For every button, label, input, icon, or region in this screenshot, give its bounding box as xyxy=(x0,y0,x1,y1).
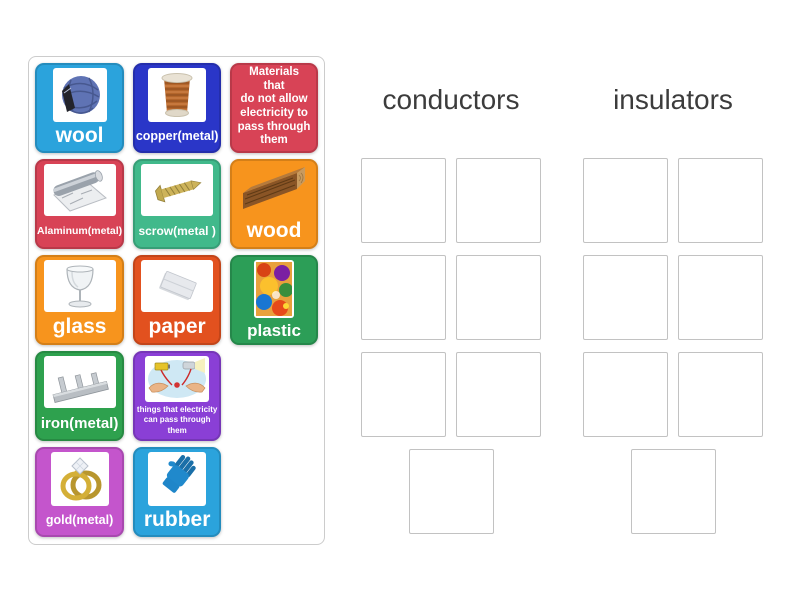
group-header-insulators: insulators xyxy=(613,84,733,115)
tile-iron-metal[interactable]: iron(metal) xyxy=(35,351,125,441)
tile-label: Alaminum(metal) xyxy=(37,224,123,237)
drop-slot-insulators-5[interactable] xyxy=(583,352,668,437)
tile-label: Materials that do not allow electricity … xyxy=(237,66,311,147)
conductors-slot-grid xyxy=(361,158,541,437)
tile-scrow-metal[interactable]: scrow(metal ) xyxy=(133,159,222,249)
tile-wool[interactable]: wool xyxy=(35,63,125,153)
drop-slot-insulators-2[interactable] xyxy=(678,158,763,243)
drop-slot-insulators-1[interactable] xyxy=(583,158,668,243)
tile-image xyxy=(141,164,214,216)
tile-label: plastic xyxy=(247,320,301,340)
aluminum-foil-icon xyxy=(52,170,107,212)
drop-slot-insulators-6[interactable] xyxy=(678,352,763,437)
drop-slot-conductors-2[interactable] xyxy=(456,158,541,243)
tile-wood[interactable]: wood xyxy=(230,159,318,249)
tile-label: glass xyxy=(52,315,107,339)
tile-label: wool xyxy=(55,124,104,148)
group-conductors: conductors xyxy=(361,82,541,534)
tile-image xyxy=(148,452,207,506)
paper-sheet-icon xyxy=(159,271,197,301)
drop-slot-conductors-7[interactable] xyxy=(408,449,494,534)
tile-image xyxy=(254,260,295,318)
tile-electricity-text-card[interactable]: things that electricity can pass through… xyxy=(133,351,222,441)
tile-label: rubber xyxy=(143,508,211,532)
tile-label: gold(metal) xyxy=(45,512,114,527)
drop-slot-insulators-7[interactable] xyxy=(630,449,716,534)
tile-image xyxy=(145,356,210,402)
group-header-conductors: conductors xyxy=(382,84,520,115)
tile-image xyxy=(43,260,116,312)
wine-glass-icon xyxy=(65,265,94,308)
tile-paper[interactable]: paper xyxy=(133,255,222,345)
tile-image xyxy=(43,164,116,216)
gold-rings-icon xyxy=(60,457,102,501)
tile-label: scrow(metal ) xyxy=(138,224,216,239)
tile-gold-metal[interactable]: gold(metal) xyxy=(35,447,125,537)
plastic-toys-icon xyxy=(256,262,293,316)
tile-alaminum-metal[interactable]: Alaminum(metal) xyxy=(35,159,125,249)
tile-label: paper xyxy=(148,315,206,339)
screw-icon xyxy=(155,180,202,203)
rubber-gloves-icon xyxy=(162,454,196,493)
iron-bars-icon xyxy=(52,372,109,403)
copper-wire-spool-icon xyxy=(161,73,193,117)
drop-slot-conductors-6[interactable] xyxy=(456,352,541,437)
tile-glass[interactable]: glass xyxy=(35,255,125,345)
tile-label: copper(metal) xyxy=(135,128,219,143)
tile-image xyxy=(52,68,107,122)
group-insulators: insulators xyxy=(583,82,763,534)
tile-label: things that electricity can pass through… xyxy=(136,404,218,435)
tile-image xyxy=(50,452,109,506)
insulators-slot-grid xyxy=(583,158,763,437)
tile-rubber[interactable]: rubber xyxy=(133,447,222,537)
drop-slot-conductors-4[interactable] xyxy=(456,255,541,340)
tile-image xyxy=(141,260,214,312)
tile-image xyxy=(43,356,116,408)
drop-slot-insulators-4[interactable] xyxy=(678,255,763,340)
drop-slot-conductors-1[interactable] xyxy=(361,158,446,243)
tile-label: wood xyxy=(246,218,302,242)
tile-copper-metal[interactable]: copper(metal) xyxy=(133,63,222,153)
tile-materials-text-card[interactable]: Materials that do not allow electricity … xyxy=(230,63,318,153)
circuit-hands-icon xyxy=(148,358,207,398)
drop-slot-insulators-3[interactable] xyxy=(583,255,668,340)
tile-image xyxy=(148,68,207,122)
drop-slot-conductors-5[interactable] xyxy=(361,352,446,437)
tile-tray: wool copper(metal) Materials that do not… xyxy=(28,56,325,545)
tile-plastic[interactable]: plastic xyxy=(230,255,318,345)
yarn-ball-icon xyxy=(61,76,100,114)
drop-slot-conductors-3[interactable] xyxy=(361,255,446,340)
tile-label: iron(metal) xyxy=(40,414,119,432)
wood-beam-icon xyxy=(243,167,306,209)
